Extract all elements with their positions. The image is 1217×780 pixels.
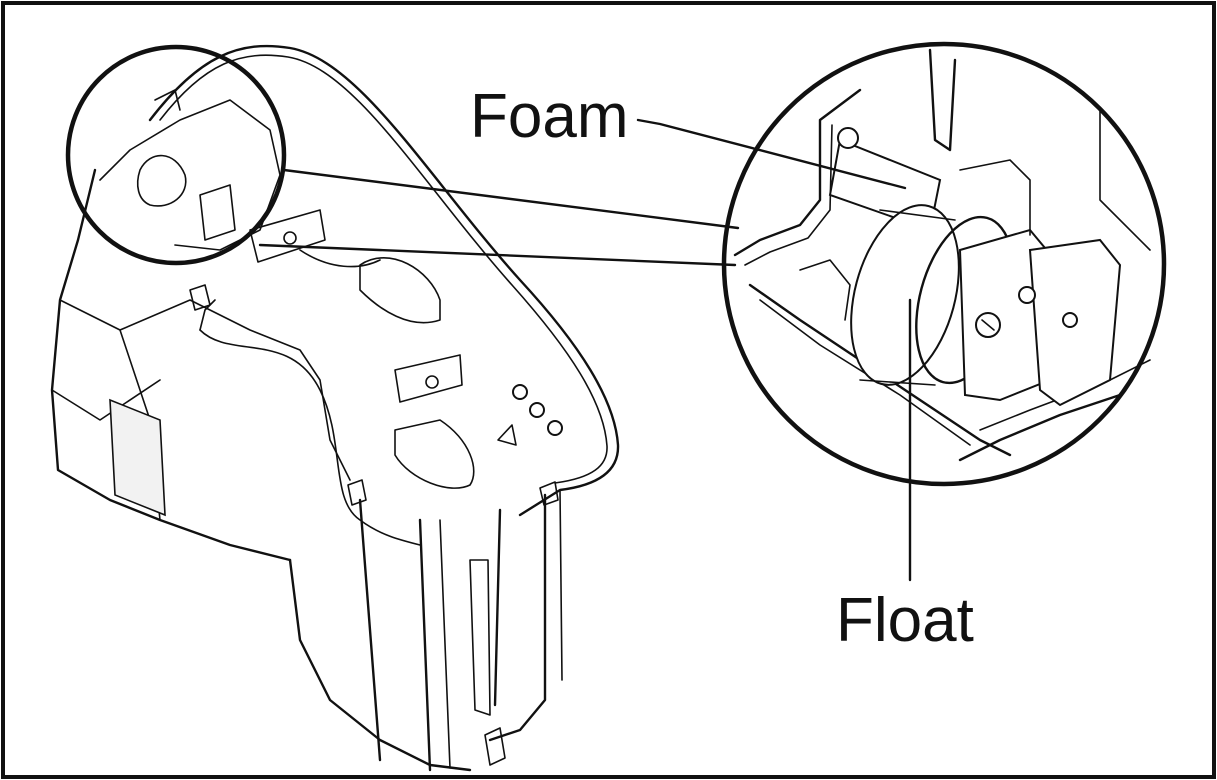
float-label: Float [836,590,974,652]
detail-zoom-circle [724,44,1164,484]
connector-line-upper [284,170,738,228]
detail-source-circle [68,47,284,263]
connector-line-lower [260,245,735,265]
reservoir-illustration [52,46,618,770]
foam-label: Foam [470,86,628,148]
